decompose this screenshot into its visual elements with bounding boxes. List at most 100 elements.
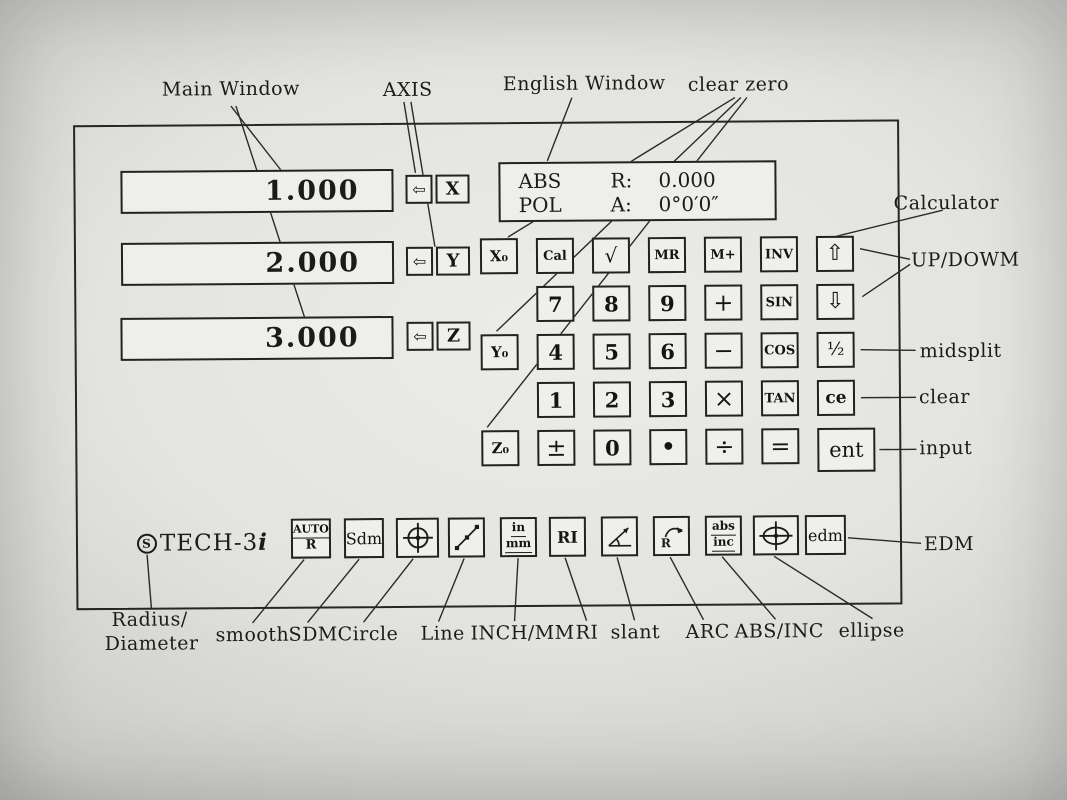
ew-value-a: 0°0′0″ — [658, 191, 719, 217]
label-slant: slant — [610, 621, 661, 644]
auto-r-smooth-button[interactable]: AUTO R — [290, 518, 332, 559]
display-z: 3.000 — [120, 315, 394, 361]
abs-inc-button[interactable]: abs inc — [704, 515, 743, 556]
key-cos[interactable]: COS — [760, 332, 799, 369]
label-radius-diameter-2: Diameter — [104, 632, 199, 655]
circle-function-button[interactable] — [395, 517, 440, 558]
key-equals[interactable]: = — [761, 428, 800, 465]
diagonal-line-icon — [454, 524, 479, 551]
key-multiply[interactable]: × — [704, 380, 744, 417]
key-1[interactable]: 1 — [536, 381, 576, 418]
label-sdm: SDM — [288, 623, 338, 646]
label-input: input — [919, 436, 973, 460]
label-clear: clear — [918, 385, 970, 409]
english-window: ABS R: 0.000 POL A: 0°0′0″ — [498, 160, 777, 223]
line-function-button[interactable] — [447, 517, 486, 558]
label-radius-diameter-1: Radius/ — [111, 608, 188, 631]
label-edm: EDM — [923, 532, 975, 556]
sdm-button[interactable]: Sdm — [343, 518, 385, 559]
label-main-window: Main Window — [161, 77, 300, 101]
label-smooth: smooth — [215, 623, 290, 647]
key-6[interactable]: 6 — [648, 332, 687, 370]
brand-name-suffix: i — [258, 528, 269, 556]
label-calculator: Calculator — [893, 191, 1000, 215]
label-circle: Circle — [337, 622, 399, 646]
key-up-arrow[interactable]: ⇧ — [815, 235, 855, 273]
key-plus-minus[interactable]: ± — [537, 429, 576, 466]
key-2[interactable]: 2 — [592, 381, 632, 418]
key-y-zero[interactable]: Y₀ — [480, 334, 519, 371]
key-minus[interactable]: − — [704, 332, 743, 369]
label-ellipse: ellipse — [838, 619, 905, 642]
key-8[interactable]: 8 — [592, 285, 631, 322]
key-x-zero[interactable]: X₀ — [479, 238, 519, 275]
key-sin[interactable]: SIN — [760, 284, 799, 321]
axis-x-button[interactable]: X — [435, 174, 470, 204]
ew-mode-pol: POL — [518, 192, 562, 218]
svg-text:R: R — [660, 536, 671, 550]
key-4[interactable]: 4 — [536, 333, 575, 370]
key-cal[interactable]: Cal — [535, 237, 575, 274]
in-label: in — [510, 520, 527, 538]
key-0[interactable]: 0 — [593, 429, 632, 466]
label-inch-mm: INCH/MM — [470, 621, 575, 645]
label-english-window: English Window — [502, 72, 666, 96]
inch-mm-button[interactable]: in mm — [499, 516, 538, 558]
key-tan[interactable]: TAN — [760, 380, 800, 417]
arc-radius-icon: R — [660, 527, 683, 550]
key-mr[interactable]: MR — [647, 236, 687, 274]
ew-label-a: A: — [610, 192, 632, 217]
label-abs-inc: ABS/INC — [734, 619, 824, 643]
key-decimal[interactable]: • — [649, 428, 688, 466]
key-midsplit-half[interactable]: ½ — [816, 331, 855, 369]
key-plus[interactable]: + — [704, 284, 743, 321]
label-ri: RI — [575, 621, 599, 644]
display-y: 2.000 — [120, 240, 395, 286]
key-m-plus[interactable]: M+ — [703, 236, 743, 273]
brand-logo-icon: S — [136, 533, 158, 554]
ellipse-function-button[interactable] — [752, 515, 800, 556]
key-7[interactable]: 7 — [536, 285, 575, 322]
axis-z-button[interactable]: Z — [436, 321, 471, 351]
calculator-keypad: X₀ Cal √ MR M+ INV ⇧ 7 8 9 + SIN ⇩ Y₀ 4 … — [479, 235, 876, 473]
key-enter[interactable]: ent — [817, 427, 876, 473]
key-9[interactable]: 9 — [648, 284, 687, 322]
label-axis: AXIS — [382, 78, 433, 102]
ri-button[interactable]: RI — [548, 516, 587, 557]
slant-angle-icon — [607, 527, 631, 547]
key-divide[interactable]: ÷ — [705, 428, 744, 465]
key-sqrt[interactable]: √ — [591, 237, 631, 274]
key-ce-clear[interactable]: ce — [816, 379, 856, 417]
key-inv[interactable]: INV — [759, 236, 799, 273]
english-window-row-abs: ABS R: 0.000 — [518, 167, 756, 193]
label-midsplit: midsplit — [919, 339, 1002, 363]
inch-mm-stack: in mm — [504, 520, 533, 554]
axis-arrow-z-button[interactable]: ⇦ — [406, 321, 434, 351]
key-3[interactable]: 3 — [648, 380, 688, 418]
ew-mode-abs: ABS — [518, 168, 562, 194]
abs-label: abs — [710, 519, 736, 536]
axis-arrow-y-button[interactable]: ⇦ — [405, 246, 434, 276]
brand-name: TECH-3 — [159, 529, 259, 557]
slant-function-button[interactable] — [600, 516, 639, 557]
inc-label: inc — [712, 535, 735, 552]
english-window-row-pol: POL A: 0°0′0″ — [519, 191, 757, 217]
auto-r-stack: AUTO R — [293, 523, 329, 554]
edm-button[interactable]: edm — [804, 514, 847, 556]
label-clear-zero: clear zero — [687, 73, 790, 96]
label-arc: ARC — [685, 620, 730, 643]
ew-label-r: R: — [610, 168, 633, 193]
key-5[interactable]: 5 — [592, 333, 631, 370]
key-down-arrow[interactable]: ⇩ — [816, 283, 855, 321]
mm-label: mm — [504, 536, 533, 554]
key-z-zero[interactable]: Z₀ — [481, 430, 520, 467]
ellipse-crosshair-icon — [759, 520, 793, 550]
circle-crosshair-icon — [402, 522, 433, 553]
auto-r-label: R — [305, 537, 317, 553]
axis-arrow-x-button[interactable]: ⇦ — [405, 174, 433, 204]
arc-function-button[interactable]: R — [652, 515, 691, 557]
axis-y-button[interactable]: Y — [435, 246, 471, 276]
